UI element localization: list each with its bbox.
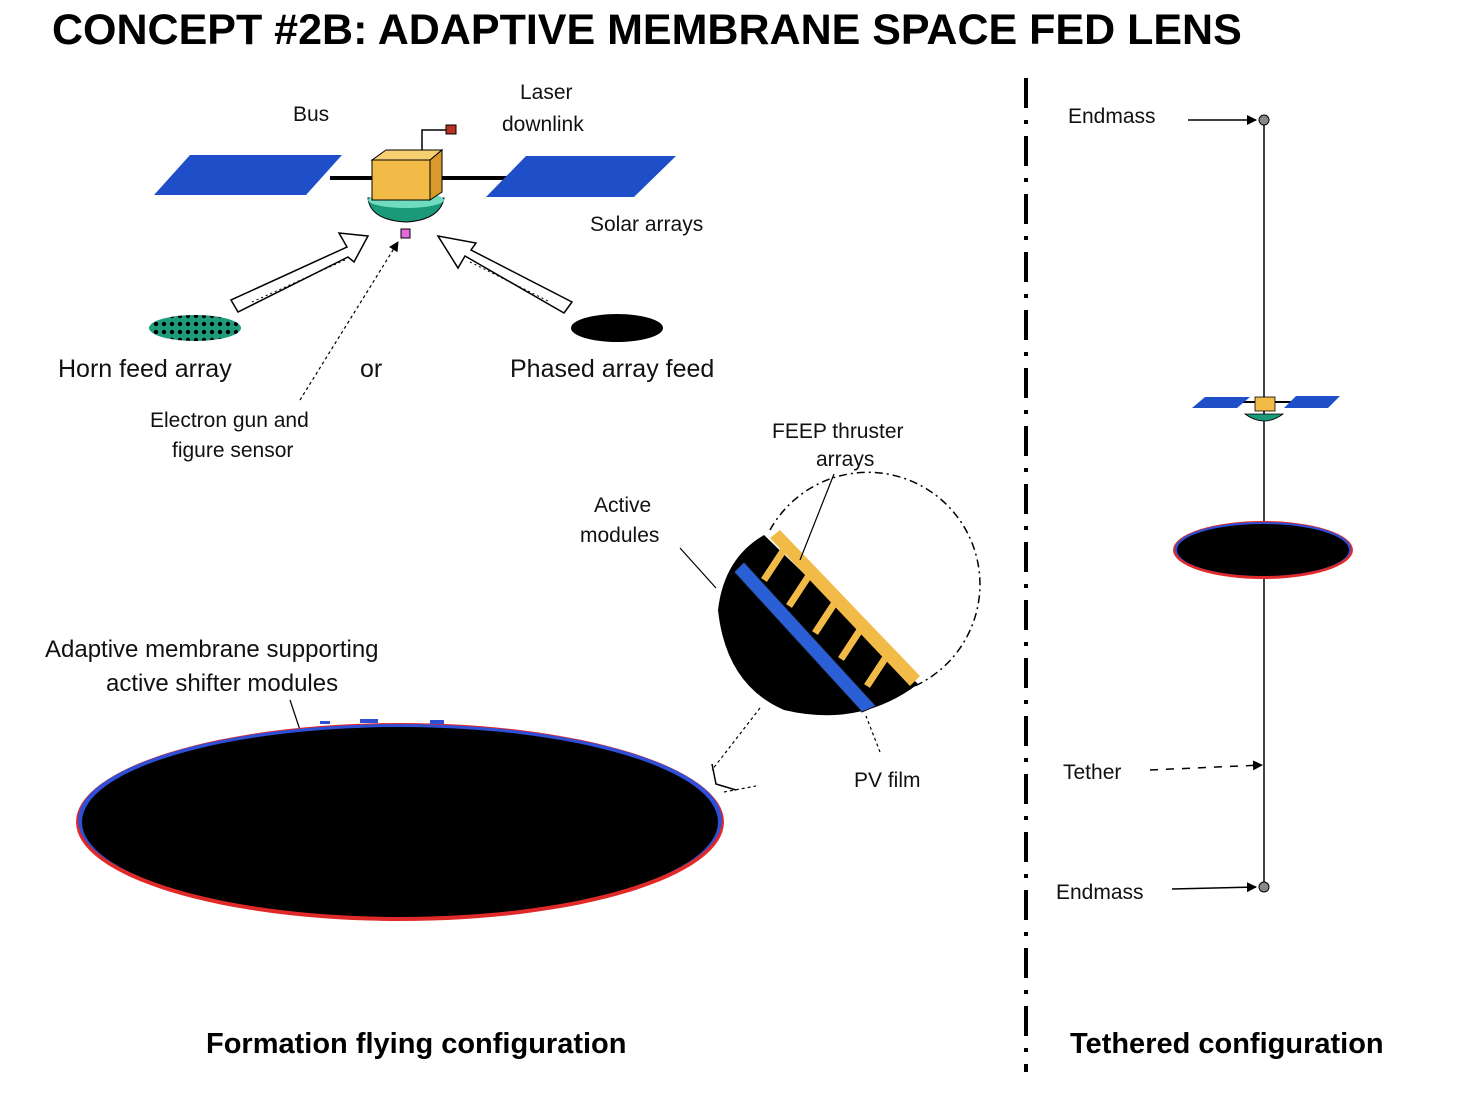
- feep-label-2: arrays: [816, 448, 874, 471]
- endmass-top-label: Endmass: [1068, 105, 1156, 128]
- formation-caption: Formation flying configuration: [206, 1028, 626, 1060]
- feep-thruster-array: [761, 546, 891, 688]
- page-title: CONCEPT #2B: ADAPTIVE MEMBRANE SPACE FED…: [52, 6, 1242, 54]
- membrane-label-1: Adaptive membrane supporting: [45, 636, 379, 663]
- solar-panel-left: [154, 155, 342, 195]
- or-label: or: [360, 355, 382, 383]
- phased-feed-arrow: [436, 234, 574, 314]
- spacecraft-bus: [367, 124, 457, 239]
- laser-label-2: downlink: [502, 113, 584, 136]
- laser-label-1: Laser: [520, 81, 573, 104]
- laser-downlink-emitter: [445, 124, 457, 135]
- feep-label-1: FEEP thruster: [772, 420, 904, 443]
- tethered-caption: Tethered configuration: [1070, 1028, 1384, 1060]
- tether-label: Tether: [1063, 761, 1121, 784]
- membrane-label-2: active shifter modules: [106, 670, 338, 697]
- horn-feed-array: [149, 315, 241, 341]
- phased-array-feed: [571, 314, 663, 342]
- bus-label: Bus: [293, 103, 329, 126]
- small-membrane-lens: [1173, 521, 1353, 579]
- module-detail-view: [718, 471, 981, 716]
- endmass-bottom-label: Endmass: [1056, 881, 1144, 904]
- electron-gun-label-1: Electron gun and: [150, 409, 309, 432]
- solar-arrays: [154, 155, 676, 197]
- electron-gun-label-2: figure sensor: [172, 439, 293, 462]
- adaptive-membrane-lens: [76, 719, 724, 921]
- pv-film-label: PV film: [854, 769, 921, 792]
- horn-feed-label: Horn feed array: [58, 355, 232, 383]
- horn-feed-arrow: [229, 232, 370, 313]
- phased-array-label: Phased array feed: [510, 355, 714, 383]
- endmass-bottom: [1258, 881, 1270, 893]
- electron-gun-sensor: [400, 228, 411, 239]
- tethered-system: [1149, 114, 1353, 893]
- pv-film-strip: [733, 561, 877, 713]
- small-spacecraft: [1192, 396, 1340, 422]
- active-modules-label-1: Active: [594, 494, 651, 517]
- solar-panel-right: [486, 156, 676, 197]
- endmass-top: [1258, 114, 1270, 126]
- active-modules-label-2: modules: [580, 524, 659, 547]
- solar-arrays-label: Solar arrays: [590, 213, 703, 236]
